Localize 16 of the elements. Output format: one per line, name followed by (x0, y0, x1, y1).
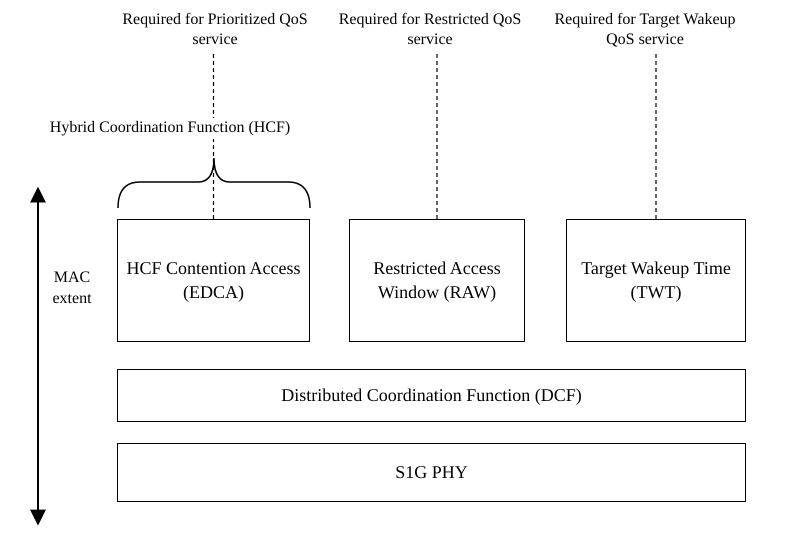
box-label: Restricted Access Window (RAW) (372, 257, 502, 304)
function-box (117, 219, 310, 342)
requirement-text: Required for Prioritized QoS service (121, 10, 309, 50)
function-box (349, 219, 525, 342)
dashed-line (212, 54, 214, 219)
requirement-text: Required for Target Wakeup QoS service (553, 10, 737, 50)
layer-box (117, 369, 746, 422)
box-label: S1G PHY (395, 460, 468, 484)
dashed-line (436, 54, 438, 219)
box-label: HCF Contention Access (EDCA) (126, 257, 302, 304)
box-label: Distributed Coordination Function (DCF) (281, 384, 582, 407)
box-label: Target Wakeup Time (TWT) (580, 257, 732, 304)
layer-box (117, 443, 746, 502)
dashed-line (655, 54, 657, 219)
function-box (566, 219, 746, 342)
requirement-text: Required for Restricted QoS service (338, 10, 522, 50)
